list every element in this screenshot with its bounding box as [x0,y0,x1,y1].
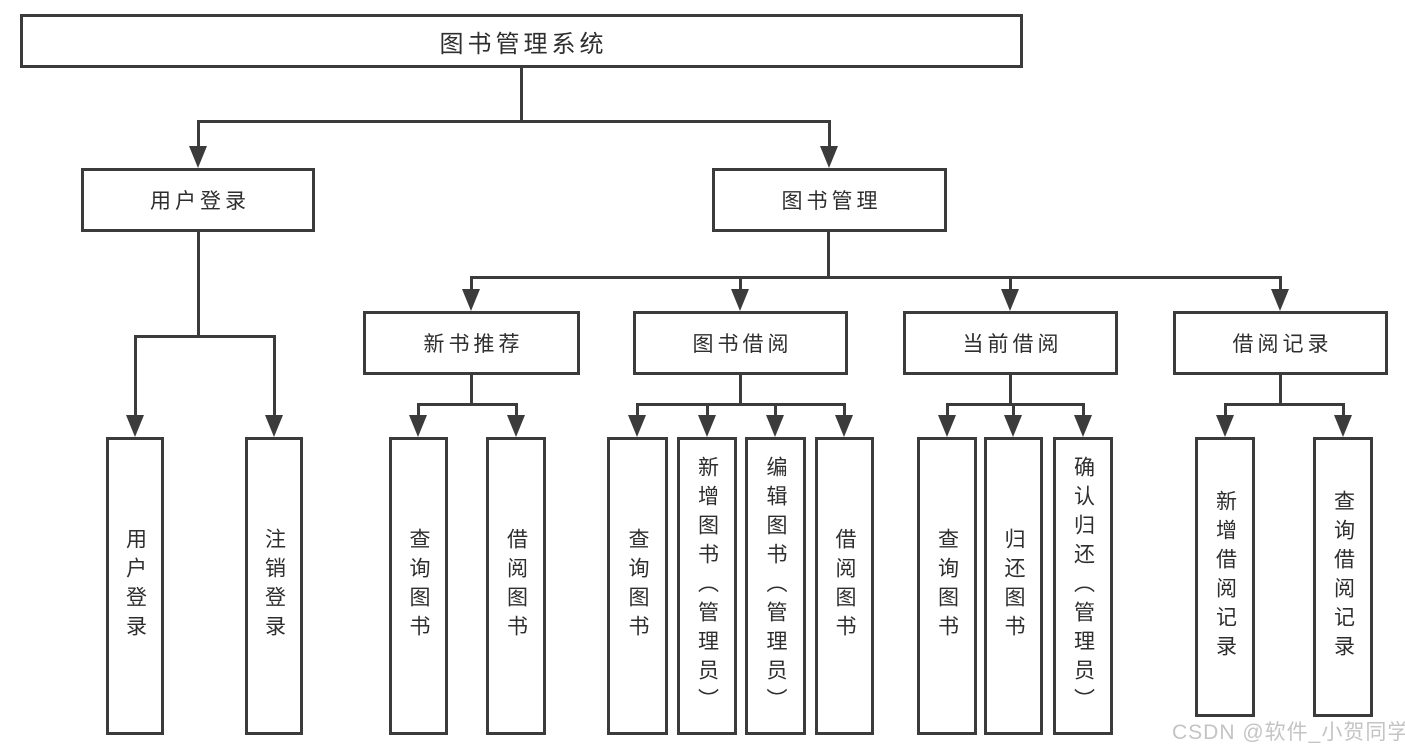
node-label: 用户登录 [150,190,250,213]
leaf-query-books-borrow: 查询图书 [607,437,668,735]
connector-line [946,403,1085,406]
connector-line [470,276,1282,279]
arrow-down-icon [507,403,525,437]
node-current-borrow: 当前借阅 [903,311,1118,375]
leaf-label: 借阅图书 [833,528,857,644]
leaf-label: 查询图书 [407,528,431,644]
leaf-label: 借阅图书 [504,528,528,644]
connector-line [1224,403,1345,406]
leaf-label: 归还图书 [1002,528,1026,644]
leaf-edit-book-admin: 编辑图书（管理员） [745,437,806,735]
node-book-management: 图书管理 [712,168,947,232]
leaf-label: 注销登录 [262,528,286,644]
arrow-down-icon [126,335,144,437]
leaf-logout: 注销登录 [245,437,303,735]
node-label: 新书推荐 [423,333,524,356]
node-label: 图书管理 [781,190,882,213]
leaf-add-borrow-record: 新增借阅记录 [1195,437,1255,717]
arrow-down-icon [628,403,646,437]
leaf-query-books-current: 查询图书 [917,437,977,735]
leaf-query-books-recommend: 查询图书 [389,437,448,735]
node-user-login: 用户登录 [81,168,315,232]
arrow-down-icon [1271,276,1289,311]
arrow-down-icon [189,120,207,168]
node-borrow-records: 借阅记录 [1173,311,1388,375]
arrow-down-icon [766,403,784,437]
arrow-down-icon [938,403,956,437]
leaf-label: 新增图书（管理员） [695,455,719,717]
connector-line [1279,373,1282,406]
node-label: 借阅记录 [1232,333,1333,356]
arrow-down-icon [698,403,716,437]
arrow-down-icon [835,403,853,437]
leaf-add-book-admin: 新增图书（管理员） [677,437,737,735]
connector-line [739,373,742,406]
arrow-down-icon [462,276,480,311]
leaf-borrow-books-recommend: 借阅图书 [486,437,546,735]
arrow-down-icon [409,403,427,437]
leaf-label: 编辑图书（管理员） [764,455,788,717]
leaf-label: 查询图书 [935,528,959,644]
connector-line [470,373,473,406]
connector-line [417,403,518,406]
connector-line [197,120,831,123]
connector-line [1009,373,1012,406]
arrow-down-icon [820,120,838,168]
arrow-down-icon [265,335,283,437]
connector-line [134,335,276,338]
arrow-down-icon [1074,403,1092,437]
node-book-borrow: 图书借阅 [633,311,848,375]
leaf-borrow-books-borrow: 借阅图书 [815,437,874,735]
node-library-management-system: 图书管理系统 [20,14,1023,68]
connector-line [197,230,200,338]
leaf-confirm-return-admin: 确认归还（管理员） [1053,437,1113,735]
arrow-down-icon [1001,276,1019,311]
connector-line [827,230,830,279]
arrow-down-icon [1004,403,1022,437]
arrow-down-icon [731,276,749,311]
node-label: 当前借阅 [962,333,1063,356]
leaf-query-borrow-record: 查询借阅记录 [1313,437,1373,717]
arrow-down-icon [1216,403,1234,437]
connector-line [636,403,846,406]
connector-line [520,66,523,123]
leaf-return-book: 归还图书 [984,437,1043,735]
node-label: 图书借阅 [692,333,793,356]
leaf-label: 查询借阅记录 [1331,490,1355,664]
leaf-label: 新增借阅记录 [1213,490,1237,664]
node-label: 图书管理系统 [439,30,608,58]
node-new-book-recommend: 新书推荐 [363,311,580,375]
leaf-user-login: 用户登录 [106,437,164,735]
leaf-label: 用户登录 [123,528,147,644]
leaf-label: 查询图书 [626,528,650,644]
arrow-down-icon [1334,403,1352,437]
watermark-text: CSDN @软件_小贺同学 [1172,721,1405,744]
leaf-label: 确认归还（管理员） [1071,455,1095,717]
